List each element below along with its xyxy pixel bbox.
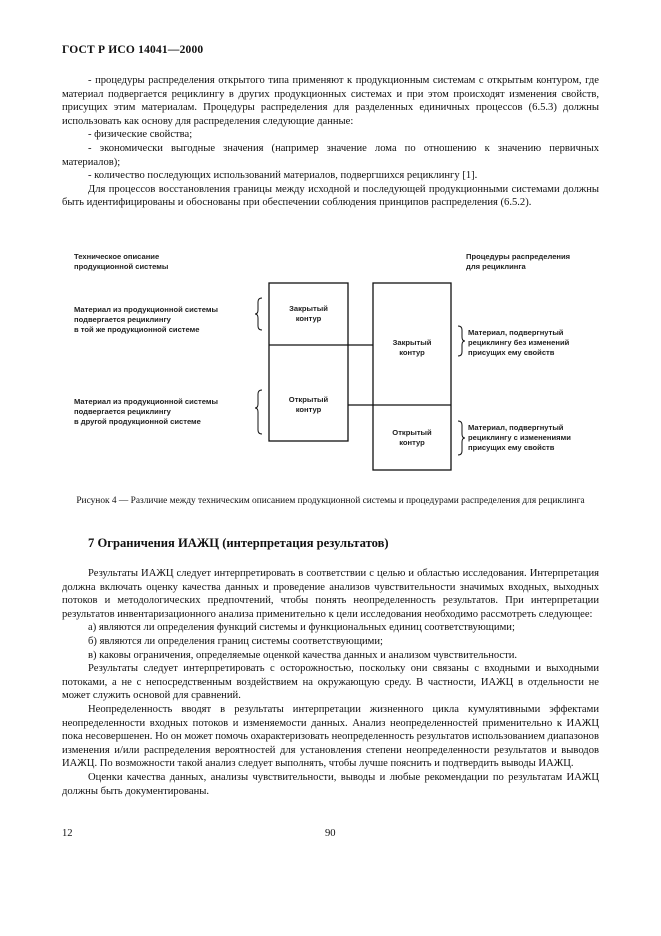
list-item: в) каковы ограничения, определяемые оцен…: [88, 649, 518, 661]
paragraph: - процедуры распределения открытого типа…: [62, 75, 599, 127]
right-brace-closed: [457, 325, 466, 357]
paragraph: Результаты ИАЖЦ следует интерпретировать…: [62, 568, 599, 620]
left-brace-open: [254, 389, 263, 435]
section-heading: 7 Ограничения ИАЖЦ (интерпретация резуль…: [88, 536, 389, 550]
paragraph: Оценки качества данных, анализы чувствит…: [62, 771, 599, 797]
paragraph: Неопределенность вводят в результаты инт…: [62, 703, 599, 770]
diagram-lines: [254, 282, 466, 471]
list-item: - экономически выгодные значения (наприм…: [62, 142, 599, 168]
intro-text: - процедуры распределения открытого типа…: [62, 74, 599, 210]
section-body: Результаты ИАЖЦ следует интерпретировать…: [62, 567, 599, 798]
list-item: б) являются ли определения границ систем…: [88, 635, 383, 647]
right-brace-open: [457, 420, 466, 456]
list-item: а) являются ли определения функций систе…: [88, 622, 515, 634]
figure-caption: Рисунок 4 — Различие между техническим о…: [76, 496, 585, 506]
list-item: - количество последующих использований м…: [88, 170, 478, 182]
standard-header: ГОСТ Р ИСО 14041—2000: [62, 44, 204, 56]
paragraph: Для процессов восстановления границы меж…: [62, 183, 599, 209]
paragraph: Результаты следует интерпретировать с ос…: [62, 663, 599, 702]
list-item: - физические свойства;: [88, 129, 193, 141]
page-number-center: 90: [325, 828, 336, 839]
box-technical-description: [268, 282, 349, 442]
left-brace-closed: [254, 297, 263, 331]
page-number-left: 12: [62, 828, 73, 839]
box-allocation-procedures: [372, 282, 452, 471]
